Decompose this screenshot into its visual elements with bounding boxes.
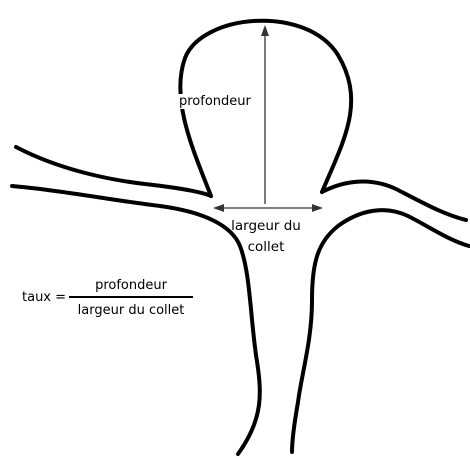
depth-label: profondeur <box>178 94 252 109</box>
ratio-formula: taux = profondeur largeur du collet <box>22 278 193 318</box>
neck-width-label: largeur du collet <box>226 216 306 258</box>
formula-lhs: taux = <box>22 290 66 305</box>
neck-width-label-line1: largeur du <box>226 216 306 237</box>
formula-denominator: largeur du collet <box>76 298 187 318</box>
formula-fraction: profondeur largeur du collet <box>69 278 193 318</box>
neck-arrowhead-right <box>312 204 323 212</box>
formula-numerator: profondeur <box>91 278 171 296</box>
depth-arrowhead-top <box>261 25 269 36</box>
neck-arrowhead-left <box>213 204 224 212</box>
left-branch-lower-wall <box>12 186 260 454</box>
right-branch-lower-wall <box>292 210 469 452</box>
right-branch-upper-wall <box>322 182 466 220</box>
neck-width-label-line2: collet <box>226 237 306 258</box>
